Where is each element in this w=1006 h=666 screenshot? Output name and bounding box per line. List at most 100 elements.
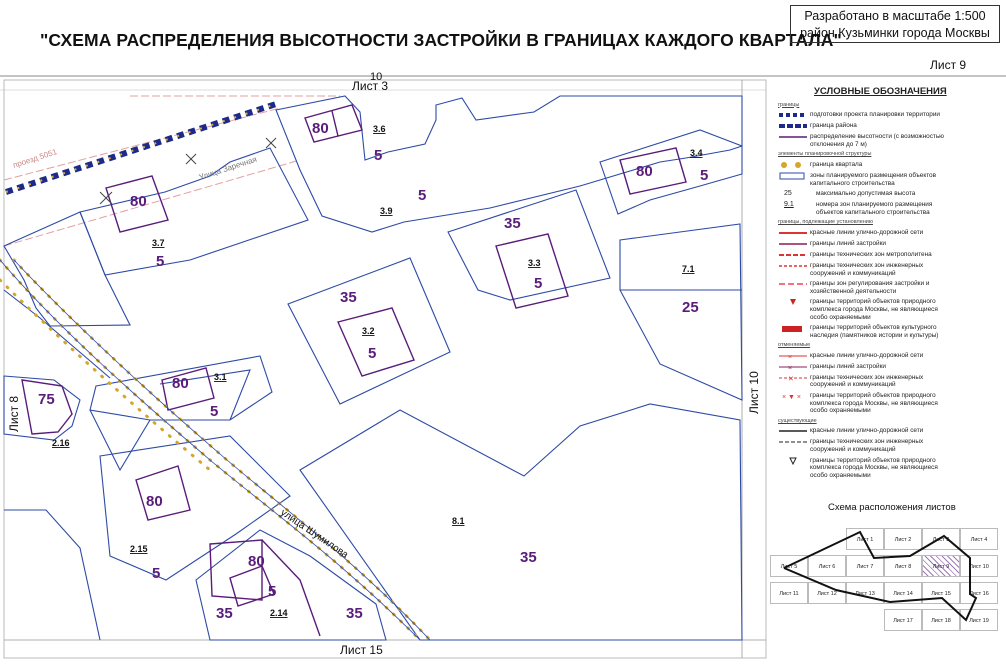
- sheet-cell: Лист 16: [960, 582, 998, 604]
- legend-item: × ▼ × границы территорий объектов природ…: [778, 392, 956, 415]
- zone-33-sub: 35: [504, 215, 521, 232]
- sheet-number: Лист 9: [930, 58, 967, 72]
- legend-item: подготовки проекта планировки территории: [778, 111, 956, 119]
- line-icon: [778, 133, 810, 141]
- sheet-cell: Лист 14: [884, 582, 922, 604]
- street-label: улица Шумилова: [278, 507, 350, 561]
- zone-216-id: 2.16: [52, 438, 70, 448]
- zone-31-height: 5: [210, 403, 218, 420]
- zone-32-height: 5: [368, 345, 376, 362]
- zone-215-height: 5: [152, 565, 160, 582]
- dashed-line-icon: [778, 111, 810, 119]
- edge-top-fragment: 10: [370, 71, 382, 83]
- zone-34-height: 5: [700, 167, 708, 184]
- scale-box: Разработано в масштабе 1:500 район Кузьм…: [790, 5, 1000, 43]
- legend-item: красные линии улично-дорожной сети: [778, 427, 956, 435]
- line-icon: [778, 229, 810, 237]
- legend-item: 25 максимально допустимая высота: [778, 190, 956, 198]
- rect-icon: [778, 172, 810, 180]
- dashed-line-icon: [778, 438, 810, 446]
- legend-item: границы линий застройки: [778, 240, 956, 248]
- zone-71-height: 25: [682, 299, 699, 316]
- edge-right-label: Лист 10: [747, 371, 761, 414]
- zone-71-id: 7.1: [682, 264, 695, 274]
- legend-section-planned: границы, подлежащие установлению: [778, 219, 873, 226]
- edge-bottom-label: Лист 15: [340, 643, 383, 657]
- legend-section-boundaries: границы: [778, 101, 800, 108]
- sheet-cell: Лист 5: [770, 555, 808, 577]
- svg-text:× ▼ ×: × ▼ ×: [782, 394, 801, 400]
- dashed-line-icon: [778, 251, 810, 259]
- sheet-cell: Лист 15: [922, 582, 960, 604]
- cross-line-icon: × ▼ ×: [778, 392, 810, 401]
- sheet-cell: Лист 4: [960, 528, 998, 550]
- zone-32-sub: 35: [340, 289, 357, 306]
- legend-item: зоны планируемого размещения объектов ка…: [778, 172, 956, 187]
- zone-31-sub: 80: [172, 375, 189, 392]
- sheet-cell: Лист 11: [770, 582, 808, 604]
- legend-item: границы территорий объектов природного к…: [778, 298, 956, 321]
- road-label-1: проезд 5051: [12, 147, 59, 170]
- zone-214-id: 2.14: [270, 608, 288, 618]
- dashed-line-icon: [778, 280, 810, 288]
- zone-33-id: 3.3: [528, 258, 541, 268]
- zone-36-sub: 80: [312, 120, 329, 137]
- legend-item: границы технических зон инженерных соору…: [778, 262, 956, 277]
- zone-34-id: 3.4: [690, 148, 703, 158]
- legend-item: границы технических зон инженерных соору…: [778, 438, 956, 453]
- legend-item: граница квартала: [778, 161, 956, 169]
- zone-216-sub: 75: [38, 391, 55, 408]
- zone-81-id: 8.1: [452, 516, 465, 526]
- legend-title: УСЛОВНЫЕ ОБОЗНАЧЕНИЯ: [814, 86, 947, 97]
- line-icon: [778, 427, 810, 435]
- zone-number: 9.1: [784, 201, 794, 209]
- sheet-cell: Лист 9: [922, 555, 960, 577]
- zone-36-id: 3.6: [373, 124, 386, 134]
- area-outline: [783, 530, 978, 622]
- legend-item: распределение высотности (с возможностью…: [778, 133, 956, 148]
- zone-31-id: 3.1: [214, 372, 227, 382]
- legend-item: границы зон регулирования застройки и хо…: [778, 280, 956, 295]
- sheet-cell: Лист 2: [884, 528, 922, 550]
- legend-item: ✕ границы технических зон инженерных соо…: [778, 374, 956, 389]
- zone-37-sub: 80: [130, 193, 147, 210]
- edge-top-label: Лист 3: [352, 79, 388, 93]
- sheet-cell: Лист 19: [960, 609, 998, 631]
- legend-item: × границы линий застройки: [778, 363, 956, 372]
- zone-214-left: 35: [216, 605, 233, 622]
- cross-line-icon: ×: [778, 352, 810, 361]
- zone-37-id: 3.7: [152, 238, 165, 248]
- legend-item: границы технических зон метрополитена: [778, 251, 956, 259]
- sheet-cell: Лист 17: [884, 609, 922, 631]
- zone-37-height: 5: [156, 253, 164, 270]
- map-title: "СХЕМА РАСПРЕДЕЛЕНИЯ ВЫСОТНОСТИ ЗАСТРОЙК…: [40, 30, 842, 50]
- road-label-2: Улица Заречная: [198, 155, 258, 182]
- castle-icon: [778, 324, 810, 333]
- zone-32-id: 3.2: [362, 326, 375, 336]
- legend-section-cancel: отменяемые: [778, 342, 811, 349]
- sheet-cell: Лист 3: [922, 528, 960, 550]
- zone-34-sub: 80: [636, 163, 653, 180]
- zone-214-right: 35: [346, 605, 363, 622]
- line-icon: [778, 240, 810, 248]
- svg-text:×: ×: [788, 365, 792, 371]
- cross-line-icon: ×: [778, 363, 810, 372]
- legend-item: границы территорий объектов природного к…: [778, 457, 956, 480]
- svg-text:✕: ✕: [788, 376, 794, 382]
- svg-text:×: ×: [788, 354, 792, 360]
- sheet-cell: Лист 7: [846, 555, 884, 577]
- edge-left-label: Лист 8: [7, 396, 21, 432]
- zone-215-id: 2.15: [130, 544, 148, 554]
- legend-section-existing: существующие: [778, 417, 817, 424]
- legend-item: граница района: [778, 122, 956, 130]
- legend-item: красные линии улично-дорожной сети: [778, 229, 956, 237]
- sheet-cell: Лист 18: [922, 609, 960, 631]
- triangle-icon: [778, 298, 810, 306]
- legend-item: 9.1 номера зон планируемого размещения о…: [778, 201, 956, 216]
- zone-39-id: 3.9: [380, 206, 393, 216]
- sheet-cell: Лист 6: [808, 555, 846, 577]
- legend-item: границы территорий объектов культурного …: [778, 324, 956, 339]
- height-number: 25: [784, 190, 792, 198]
